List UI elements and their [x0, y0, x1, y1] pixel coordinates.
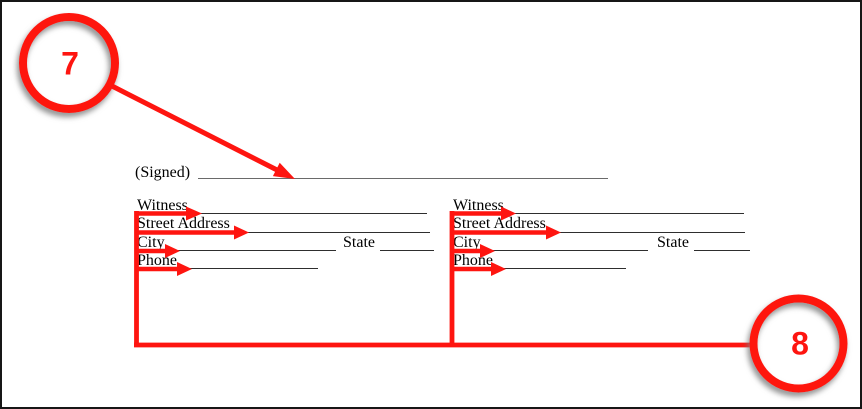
state-blank-line[interactable]	[694, 250, 750, 251]
city-label: City	[137, 234, 165, 251]
state-label: State	[657, 234, 689, 251]
city-blank-line[interactable]	[489, 250, 648, 251]
witness-blank-line[interactable]	[194, 213, 427, 214]
witness-blank-line[interactable]	[509, 213, 744, 214]
callout-7-number: 7	[61, 45, 79, 82]
city-label: City	[453, 234, 481, 251]
left-phone-arrowhead	[177, 262, 192, 276]
callout-7-arrowhead	[272, 162, 295, 179]
street-address-label: Street Address	[137, 215, 230, 232]
state-label: State	[343, 234, 375, 251]
signed-label: (Signed)	[135, 164, 191, 181]
street-address-blank-line[interactable]	[554, 232, 745, 233]
phone-blank-line[interactable]	[186, 268, 318, 269]
phone-label: Phone	[453, 252, 493, 269]
witness-label: Witness	[453, 197, 504, 214]
city-blank-line[interactable]	[174, 250, 336, 251]
phone-blank-line[interactable]	[499, 268, 626, 269]
callout-7-leader-line	[110, 83, 281, 174]
street-address-blank-line[interactable]	[242, 232, 430, 233]
state-blank-line[interactable]	[380, 250, 434, 251]
phone-label: Phone	[137, 252, 177, 269]
callout-8-number: 8	[791, 325, 809, 362]
signature-blank-line[interactable]	[198, 178, 608, 179]
witness-label: Witness	[137, 197, 188, 214]
right-phone-arrowhead	[491, 262, 506, 276]
street-address-label: Street Address	[453, 215, 546, 232]
